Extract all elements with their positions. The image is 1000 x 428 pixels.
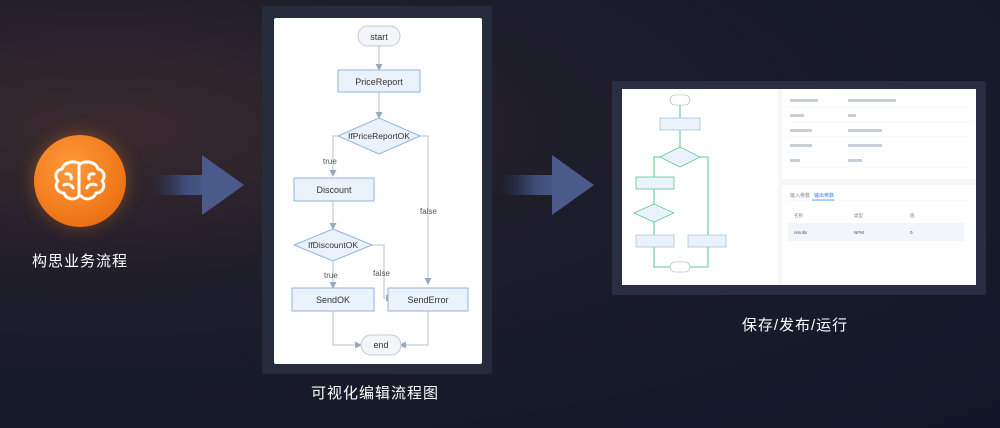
tab-input-params: 输入参数 xyxy=(790,192,810,199)
svg-text:results: results xyxy=(794,230,808,235)
svg-text:IfPriceReportOK: IfPriceReportOK xyxy=(348,131,410,141)
node-if-discount-ok[interactable]: IfDiscountOK xyxy=(292,228,374,262)
svg-text:0: 0 xyxy=(910,230,913,235)
step-label-run: 保存/发布/运行 xyxy=(741,317,849,334)
edge-label-false-2: false xyxy=(373,269,390,278)
node-send-ok[interactable]: SendOK xyxy=(291,287,375,312)
svg-text:start: start xyxy=(370,32,388,42)
step-label-edit: 可视化编辑流程图 xyxy=(310,385,439,402)
node-discount[interactable]: Discount xyxy=(293,177,375,202)
step-label-design: 构思业务流程 xyxy=(31,253,128,270)
svg-text:SendOK: SendOK xyxy=(316,295,350,305)
flowchart-canvas: start PriceReport IfPriceReportOK Discou… xyxy=(274,18,482,364)
app-screenshot-content: 输入参数 输出参数 名称 类型 值 results NPM 0 xyxy=(622,89,976,285)
flowchart-diagram: start PriceReport IfPriceReportOK Discou… xyxy=(291,25,469,356)
svg-text:IfDiscountOK: IfDiscountOK xyxy=(308,240,358,250)
node-price-report[interactable]: PriceReport xyxy=(337,69,421,93)
brain-icon-circle xyxy=(34,135,126,227)
brain-icon xyxy=(54,160,106,201)
edge-label-true-2: true xyxy=(324,271,338,280)
edge-label-false-1: false xyxy=(420,207,437,216)
tab-output-params: 输出参数 xyxy=(814,192,834,199)
step-arrow-1 xyxy=(150,155,244,215)
node-if-price-report-ok[interactable]: IfPriceReportOK xyxy=(336,117,422,155)
edge-label-true-1: true xyxy=(323,157,337,166)
node-end[interactable]: end xyxy=(360,334,402,356)
svg-text:类型: 类型 xyxy=(854,212,863,219)
svg-text:SendError: SendError xyxy=(407,295,448,305)
app-screenshot: 输入参数 输出参数 名称 类型 值 results NPM 0 xyxy=(622,89,976,285)
node-send-error[interactable]: SendError xyxy=(387,287,469,312)
svg-text:NPM: NPM xyxy=(854,230,864,235)
svg-text:值: 值 xyxy=(910,212,915,219)
svg-text:名称: 名称 xyxy=(794,212,803,219)
svg-text:end: end xyxy=(373,340,388,350)
svg-text:Discount: Discount xyxy=(316,185,352,195)
svg-text:PriceReport: PriceReport xyxy=(355,77,403,87)
node-start[interactable]: start xyxy=(357,25,401,47)
step-arrow-2 xyxy=(500,155,594,215)
